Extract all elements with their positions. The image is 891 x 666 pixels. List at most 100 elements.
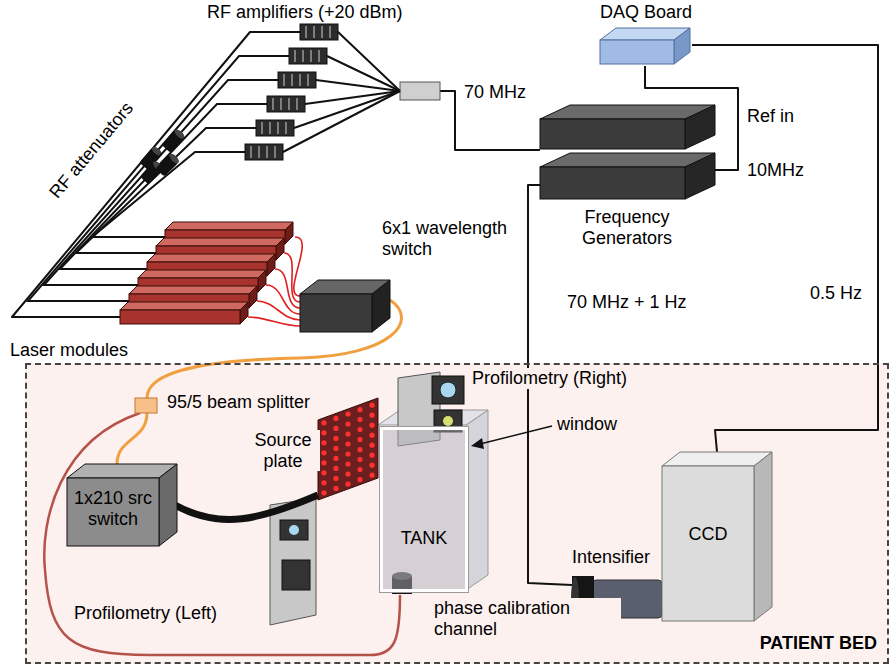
box-side — [285, 222, 293, 244]
amplifier-fin — [283, 74, 285, 86]
wavelength-switch: 6x1 wavelength switch — [300, 280, 390, 335]
node-label: 6x1 wavelength switch — [382, 218, 517, 259]
amplifier-fin — [274, 146, 276, 158]
source-dot — [345, 481, 350, 486]
amplifier-fin — [269, 122, 271, 134]
source-dot — [369, 453, 374, 458]
node-label: DAQ Board — [600, 2, 692, 23]
rf-amplifier — [289, 48, 327, 64]
source-dot — [321, 480, 326, 485]
wavelength-switch-shape — [300, 280, 390, 335]
source-dot — [357, 417, 362, 422]
amplifier-fin — [266, 146, 268, 158]
node-label: Laser modules — [10, 340, 128, 361]
window-leader — [471, 426, 552, 449]
node-label: CCD — [662, 524, 754, 545]
box-top — [120, 302, 248, 310]
text-label: 10MHz — [745, 160, 806, 181]
rf-wire — [28, 56, 289, 301]
laser-fiber — [257, 301, 300, 320]
source-dot — [345, 421, 350, 426]
daq-board: DAQ Board — [600, 28, 692, 66]
rf-wire — [316, 80, 400, 91]
amplifier-fin — [261, 122, 263, 134]
text-label: 70 MHz — [462, 82, 528, 103]
source-dot — [357, 447, 362, 452]
amplifier-fin — [288, 98, 290, 110]
rf-amplifier — [300, 24, 338, 40]
text-label: Source plate — [246, 430, 320, 471]
box-front — [120, 310, 240, 324]
source-dot — [369, 443, 374, 448]
amplifier-fin — [258, 146, 260, 158]
source-dot — [321, 460, 326, 465]
laser-modules-shape — [120, 222, 295, 337]
source-dot — [357, 477, 362, 482]
source-dot — [321, 430, 326, 435]
source-dot — [345, 441, 350, 446]
box-front — [67, 478, 159, 546]
box-side — [685, 153, 715, 199]
calibration-fiber — [44, 413, 400, 655]
beam-splitter — [135, 398, 157, 413]
source-dot — [345, 471, 350, 476]
amplifier-fin — [310, 50, 312, 62]
amplifier-fin — [307, 74, 309, 86]
box-side — [240, 302, 248, 324]
amplifier-fin — [294, 50, 296, 62]
box-side — [674, 28, 690, 64]
box-top — [138, 270, 266, 278]
rf-wire — [283, 91, 400, 152]
text-label: Ref in — [745, 106, 796, 127]
node-label: 1x210 src switch — [69, 488, 157, 529]
amplifier-fin — [272, 98, 274, 110]
box-front — [600, 40, 674, 64]
laser-fiber — [284, 253, 300, 302]
source-dot — [321, 440, 326, 445]
amplifier-fin — [291, 74, 293, 86]
rf-splitter — [400, 82, 440, 100]
source-dot — [333, 466, 338, 471]
text-label: 95/5 beam splitter — [165, 392, 312, 413]
frequency-generators-shape — [540, 105, 715, 200]
text-label: RF amplifiers (+20 dBm) — [205, 2, 405, 23]
amplifier-fin — [277, 122, 279, 134]
box-top — [147, 254, 275, 262]
source-dot — [357, 437, 362, 442]
rf-amplifier — [278, 72, 316, 88]
rf-amplifier — [256, 120, 294, 136]
fiber-bundle — [175, 495, 318, 519]
frequency-generators: Frequency Generators — [540, 105, 715, 200]
source-dot — [357, 467, 362, 472]
source-dot — [333, 476, 338, 481]
source-dot — [345, 461, 350, 466]
box-top — [662, 452, 772, 466]
amplifier-fin — [313, 26, 315, 38]
source-dot — [369, 433, 374, 438]
attenuator-end — [168, 152, 181, 165]
text-label: 0.5 Hz — [808, 283, 864, 304]
source-dot — [369, 423, 374, 428]
node-label: TANK — [383, 528, 465, 549]
connector — [294, 237, 302, 296]
box-front — [540, 167, 685, 199]
box-front — [540, 119, 685, 149]
source-dot — [369, 403, 374, 408]
source-dot — [345, 411, 350, 416]
box-front — [300, 294, 372, 332]
source-dot — [333, 446, 338, 451]
text-label: RF attenuators — [45, 96, 140, 204]
source-dot — [333, 436, 338, 441]
text-label: Profilometry (Left) — [72, 603, 219, 624]
box-front — [662, 466, 754, 621]
daq-board-shape — [600, 28, 692, 66]
laser-fiber — [275, 269, 300, 308]
source-dot — [345, 451, 350, 456]
box-side — [372, 280, 390, 332]
source-dot — [321, 450, 326, 455]
amplifier-fin — [299, 74, 301, 86]
box-side — [276, 238, 284, 260]
tank: TANK — [380, 427, 468, 592]
